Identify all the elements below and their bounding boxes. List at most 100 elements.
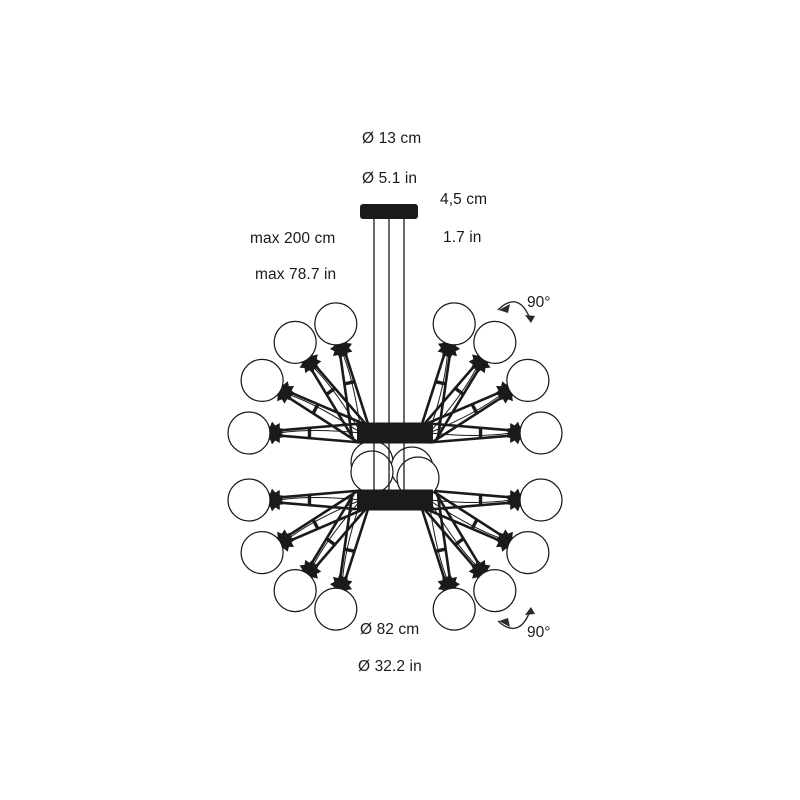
- arm-collar: [324, 536, 337, 547]
- lamp-arm: [428, 411, 563, 455]
- lamp-arm: [314, 302, 372, 436]
- arm-collar: [470, 517, 479, 531]
- arm-wire: [309, 367, 355, 440]
- arm-wire: [428, 422, 512, 432]
- arm-wire: [309, 493, 355, 566]
- dimension-label-canopy-height-in: 1.7 in: [443, 229, 482, 246]
- dimension-label-suspension-max-cm: max 200 cm: [250, 230, 335, 247]
- bulb-globe: [273, 320, 317, 365]
- arm-wire: [338, 353, 354, 436]
- arm-wire: [286, 395, 358, 443]
- arm-collar: [453, 386, 466, 397]
- dimension-label-rotation-top: 90°: [527, 294, 550, 311]
- rotation-arrow-bottom-icon: [497, 607, 535, 630]
- arm-wire: [420, 364, 477, 429]
- arm-collar: [311, 517, 320, 531]
- bulb-globe: [240, 530, 284, 575]
- arm-wire: [432, 395, 504, 443]
- bulb-globe: [227, 478, 271, 522]
- bulb-globe: [473, 320, 517, 365]
- lower-hub-arm-group: [227, 478, 563, 631]
- arm-inner-wire: [288, 394, 362, 434]
- lamp-arm: [240, 358, 366, 443]
- dimension-label-canopy-height-cm: 4,5 cm: [440, 191, 487, 208]
- lamp-arm: [418, 302, 476, 436]
- arm-collar: [434, 547, 448, 554]
- bulb-globe: [506, 530, 550, 575]
- ceiling-canopy: [360, 204, 418, 219]
- arm-collar: [453, 536, 466, 547]
- arm-wire: [278, 489, 362, 499]
- arm-wire: [428, 434, 512, 444]
- dimension-label-overall-diameter-in: Ø 32.2 in: [358, 658, 422, 675]
- arm-wire: [432, 490, 504, 538]
- arm-wire: [435, 367, 481, 440]
- lamp-arm: [273, 493, 370, 613]
- arm-inner-wire: [312, 499, 362, 567]
- arm-wire: [278, 501, 362, 511]
- arm-wire: [424, 391, 501, 426]
- bulb-globe: [227, 411, 271, 455]
- dimension-label-overall-diameter-cm: Ø 82 cm: [360, 621, 419, 638]
- bulb-globe: [519, 478, 563, 522]
- arm-inner-wire: [312, 366, 362, 434]
- ceiling-canopy-group: [360, 204, 418, 219]
- lamp-arm: [227, 411, 362, 455]
- arm-wire: [436, 353, 452, 436]
- arm-collar: [342, 379, 356, 386]
- rotation-arrow-top-icon: [497, 301, 535, 323]
- bulb-globe: [432, 302, 476, 346]
- arm-wire: [289, 507, 366, 542]
- lower-hub: [357, 489, 433, 511]
- arm-inner-wire: [428, 366, 478, 434]
- suspension-rod-group: [373, 219, 405, 500]
- bulb-globe: [273, 568, 317, 613]
- inner-bulb-group: [350, 440, 440, 500]
- arm-inner-wire: [428, 499, 502, 539]
- lamp-arm: [273, 320, 370, 440]
- lamp-arm: [418, 497, 476, 631]
- arm-wire: [313, 504, 370, 569]
- arm-collar: [470, 402, 479, 416]
- rotation-arrow-group: [497, 301, 535, 630]
- upper-hub-arm-group: [227, 302, 563, 455]
- arm-wire: [286, 490, 358, 538]
- inner-bulb-globe: [350, 450, 394, 494]
- dimension-label-canopy-diameter-in: Ø 5.1 in: [362, 170, 417, 187]
- arm-wire: [435, 493, 481, 566]
- dimension-label-suspension-max-in: max 78.7 in: [255, 266, 336, 283]
- arm-wire: [418, 501, 447, 581]
- lamp-arm: [424, 358, 550, 443]
- hub-body-group: [357, 422, 433, 511]
- lamp-arm: [420, 493, 517, 613]
- arm-wire: [420, 504, 477, 569]
- bulb-globe: [314, 587, 358, 631]
- arm-collar: [342, 547, 356, 554]
- bulb-globe: [473, 568, 517, 613]
- lamp-arm: [314, 497, 372, 631]
- arm-wire: [278, 434, 362, 444]
- bulb-globe: [314, 302, 358, 346]
- arm-wire: [343, 352, 372, 432]
- lamp-arm: [420, 320, 517, 440]
- arm-wire: [428, 489, 512, 499]
- lamp-arm: [240, 490, 366, 575]
- arm-wire: [338, 497, 354, 580]
- arm-wire: [313, 364, 370, 429]
- arm-collar: [311, 402, 320, 416]
- bulb-globe: [519, 411, 563, 455]
- bulb-globe: [506, 358, 550, 403]
- arm-inner-wire: [428, 499, 478, 567]
- lamp-arm: [227, 478, 362, 522]
- arm-collar: [324, 386, 337, 397]
- bulb-globe: [240, 358, 284, 403]
- upper-hub: [357, 422, 433, 444]
- arm-collar: [434, 379, 448, 386]
- bulb-globe: [432, 587, 476, 631]
- arm-wire: [436, 497, 452, 580]
- arm-wire: [343, 501, 372, 581]
- dimension-label-rotation-bottom: 90°: [527, 624, 550, 641]
